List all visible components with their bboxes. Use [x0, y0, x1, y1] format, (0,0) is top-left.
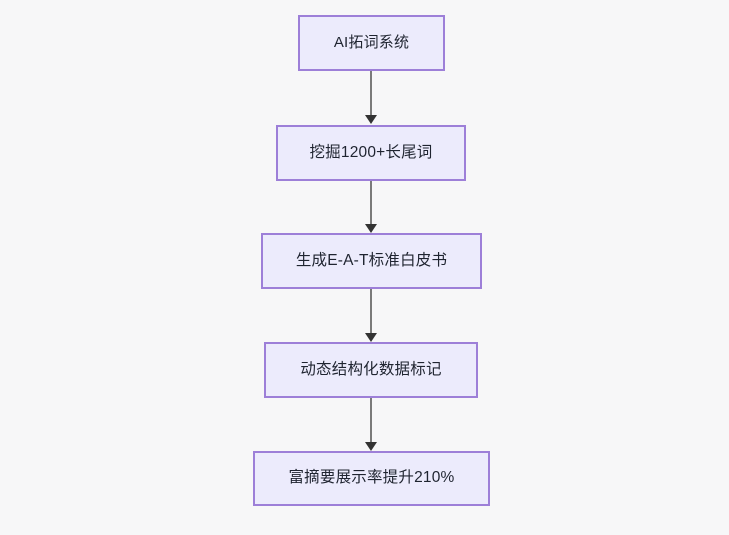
flowchart-edge-2-arrowhead-icon [365, 224, 377, 233]
flowchart-edge-1-arrowhead-icon [365, 115, 377, 124]
flowchart-node-4-label: 动态结构化数据标记 [300, 360, 442, 378]
flowchart-node-1[interactable]: AI拓词系统 [298, 15, 445, 71]
flowchart-node-4[interactable]: 动态结构化数据标记 [264, 342, 478, 398]
flowchart-node-1-label: AI拓词系统 [333, 34, 410, 51]
flowchart-edge-2-line [370, 181, 372, 225]
flowchart-edge-4-line [370, 398, 372, 443]
flowchart-node-3[interactable]: 生成E-A-T标准白皮书 [261, 233, 482, 289]
flowchart-node-2[interactable]: 挖掘1200+长尾词 [276, 125, 466, 181]
flowchart-edge-4-arrowhead-icon [365, 442, 377, 451]
flowchart-node-5[interactable]: 富摘要展示率提升210% [253, 451, 490, 506]
flowchart-edge-3-arrowhead-icon [365, 333, 377, 342]
flowchart-edge-1-line [370, 71, 372, 117]
flowchart-node-3-label: 生成E-A-T标准白皮书 [295, 251, 448, 269]
flowchart-edge-3-line [370, 289, 372, 334]
flowchart-node-5-label: 富摘要展示率提升210% [288, 469, 455, 487]
flowchart-node-2-label: 挖掘1200+长尾词 [309, 143, 433, 161]
